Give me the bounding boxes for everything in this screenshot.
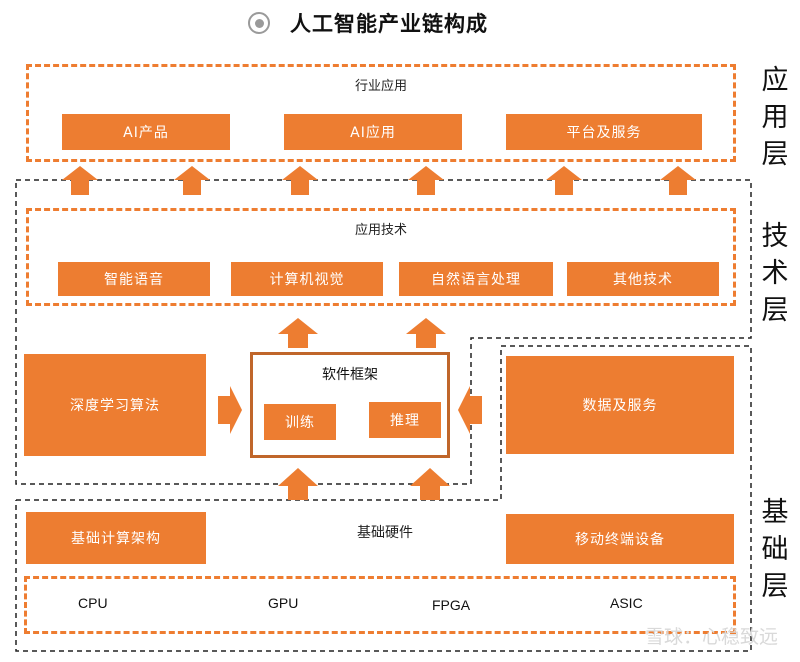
deep-learning-box: 深度学习算法 — [24, 354, 206, 456]
other-tech-box: 其他技术 — [567, 262, 719, 296]
left-arrow — [458, 386, 482, 434]
up-arrow — [410, 468, 450, 500]
chip-asic: ASIC — [610, 595, 643, 611]
layer-label-technology: 技术层 — [761, 221, 789, 326]
up-arrow — [546, 166, 582, 195]
nlp-box: 自然语言处理 — [399, 262, 553, 296]
ai-application-box: AI应用 — [284, 114, 462, 150]
layer-label-application: 应用层 — [761, 65, 789, 170]
chip-cpu: CPU — [78, 595, 108, 611]
mobile-devices-box: 移动终端设备 — [506, 514, 734, 564]
up-arrow — [282, 166, 318, 195]
up-arrow — [406, 318, 446, 348]
diagram-title: 人工智能产业链构成 — [290, 11, 488, 36]
chip-gpu: GPU — [268, 595, 299, 611]
technology-layer-box — [26, 208, 736, 306]
application-layer-box — [26, 64, 736, 162]
inference-box: 推理 — [369, 402, 441, 438]
ai-product-box: AI产品 — [62, 114, 230, 150]
hardware-label: 基础硬件 — [357, 525, 413, 541]
up-arrow — [660, 166, 696, 195]
application-header: 行业应用 — [354, 79, 407, 94]
layer-label-foundation: 基础层 — [761, 497, 789, 602]
compute-architecture-box: 基础计算架构 — [26, 512, 206, 564]
right-arrow — [218, 386, 242, 434]
target-icon — [248, 12, 270, 34]
software-framework-title: 软件框架 — [322, 367, 378, 383]
technology-header: 应用技术 — [354, 223, 407, 238]
up-arrow — [174, 166, 210, 195]
platform-service-box: 平台及服务 — [506, 114, 702, 150]
data-service-box: 数据及服务 — [506, 356, 734, 454]
diagram-title-row: 人工智能产业链构成 — [248, 6, 488, 40]
computer-vision-box: 计算机视觉 — [231, 262, 383, 296]
speech-tech-box: 智能语音 — [58, 262, 210, 296]
chip-fpga: FPGA — [432, 597, 471, 613]
training-box: 训练 — [264, 404, 336, 440]
up-arrow — [408, 166, 444, 195]
up-arrow — [278, 468, 318, 500]
watermark: 雪球：心稳致远 — [644, 626, 778, 648]
up-arrow — [278, 318, 318, 348]
chips-box — [24, 576, 736, 634]
up-arrow — [62, 166, 98, 195]
